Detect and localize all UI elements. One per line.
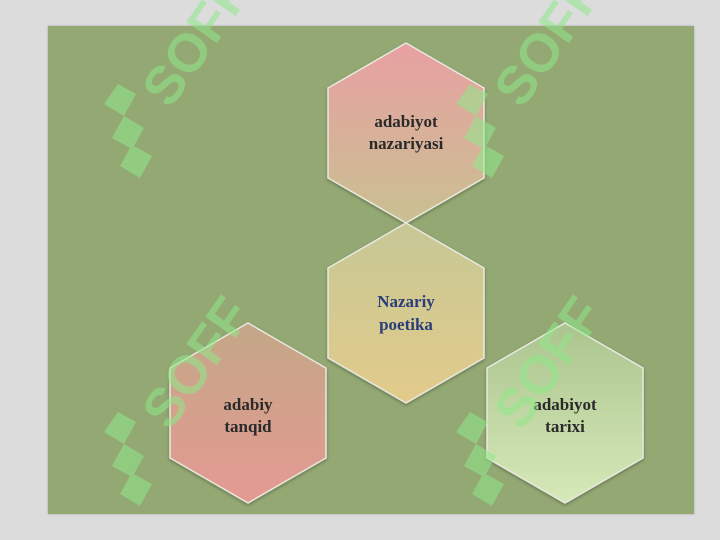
- soff-logo-icon: [104, 84, 152, 178]
- soff-logo-icon: [104, 412, 152, 506]
- watermark-text: SOFF: [483, 0, 615, 117]
- hexagon-shape: [327, 42, 485, 224]
- hexagon-shape: [486, 322, 644, 504]
- watermark-top-left: SOFF: [104, 0, 262, 178]
- hexagon-label-line2: poetika: [379, 315, 433, 334]
- hexagon-label-line1: adabiyot: [374, 112, 438, 131]
- hexagon-adabiyot-nazariyasi: adabiyot nazariyasi: [327, 42, 485, 224]
- hexagon-shape: [327, 222, 485, 404]
- hexagon-label-line1: adabiyot: [533, 395, 597, 414]
- watermark-text: SOFF: [131, 0, 263, 117]
- hexagon-adabiy-tanqid: adabiy tanqid: [169, 322, 327, 504]
- soff-logo-icon: [456, 412, 504, 506]
- hexagon-label-line2: tanqid: [224, 417, 272, 436]
- hexagon-label-line2: nazariyasi: [369, 134, 444, 153]
- hexagon-adabiyot-tarixi: adabiyot tarixi: [486, 322, 644, 504]
- hexagon-label-line1: adabiy: [223, 395, 273, 414]
- hexagon-label-line2: tarixi: [545, 417, 585, 436]
- soff-logo-icon: [456, 84, 504, 178]
- hexagon-label-line1: Nazariy: [377, 292, 435, 311]
- hexagon-shape: [169, 322, 327, 504]
- hexagon-nazariy-poetika: Nazariy poetika: [327, 222, 485, 404]
